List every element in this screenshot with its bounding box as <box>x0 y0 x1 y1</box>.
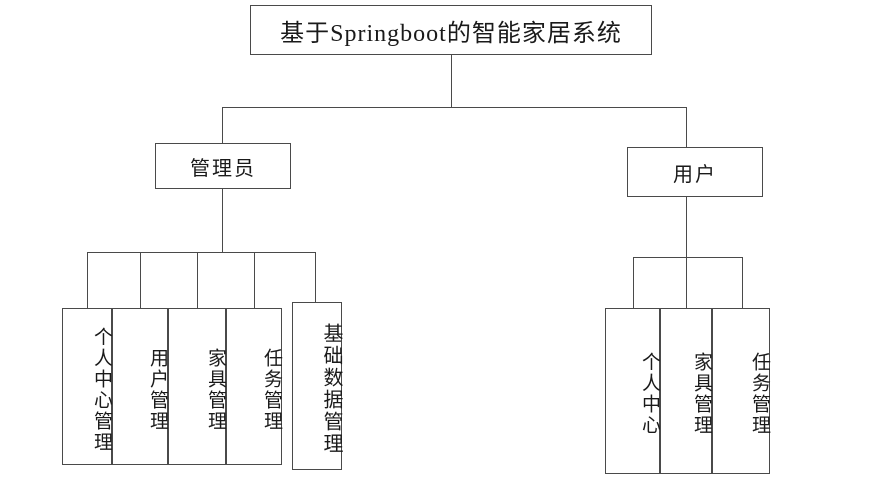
branch-node-admin: 管理员 <box>155 143 291 189</box>
leaf-node-admin-2-label: 用户管理 <box>147 347 168 432</box>
leaf-node-admin-4-label: 任务管理 <box>261 347 282 432</box>
leaf-node-admin-5-label: 基础数据管理 <box>320 323 342 455</box>
connector-admin-bus <box>87 252 316 253</box>
leaf-node-admin-1: 个人中心管理 <box>62 308 112 465</box>
connector-admin-to-leaf-2 <box>140 252 141 308</box>
leaf-node-user-1-label: 个人中心 <box>639 352 660 436</box>
leaf-node-user-2: 家具管理 <box>660 308 712 474</box>
connector-root-to-admin <box>222 107 223 143</box>
branch-node-admin-label: 管理员 <box>190 157 256 180</box>
connector-user-stem <box>686 197 687 257</box>
leaf-node-admin-5: 基础数据管理 <box>292 302 342 470</box>
connector-root-bus <box>222 107 687 108</box>
leaf-node-user-3: 任务管理 <box>712 308 770 474</box>
leaf-node-user-2-label: 家具管理 <box>691 352 712 436</box>
connector-user-to-leaf-1 <box>633 257 634 308</box>
branch-node-user: 用户 <box>627 147 763 197</box>
connector-user-to-leaf-2 <box>686 257 687 308</box>
connector-root-stem <box>451 55 452 107</box>
connector-root-to-user <box>686 107 687 147</box>
leaf-node-admin-3-label: 家具管理 <box>205 347 226 432</box>
leaf-node-admin-3: 家具管理 <box>168 308 226 465</box>
connector-admin-to-leaf-1 <box>87 252 88 308</box>
connector-admin-stem <box>222 189 223 252</box>
connector-admin-to-leaf-3 <box>197 252 198 308</box>
root-node: 基于Springboot的智能家居系统 <box>250 5 652 55</box>
branch-node-user-label: 用户 <box>673 163 717 186</box>
connector-user-bus <box>633 257 743 258</box>
leaf-node-user-3-label: 任务管理 <box>749 352 770 436</box>
root-node-label: 基于Springboot的智能家居系统 <box>280 20 622 47</box>
connector-admin-to-leaf-5 <box>315 252 316 302</box>
leaf-node-admin-1-label: 个人中心管理 <box>91 326 112 453</box>
leaf-node-user-1: 个人中心 <box>605 308 660 474</box>
leaf-node-admin-2: 用户管理 <box>112 308 168 465</box>
connector-user-to-leaf-3 <box>742 257 743 308</box>
connector-admin-to-leaf-4 <box>254 252 255 308</box>
leaf-node-admin-4: 任务管理 <box>226 308 282 465</box>
